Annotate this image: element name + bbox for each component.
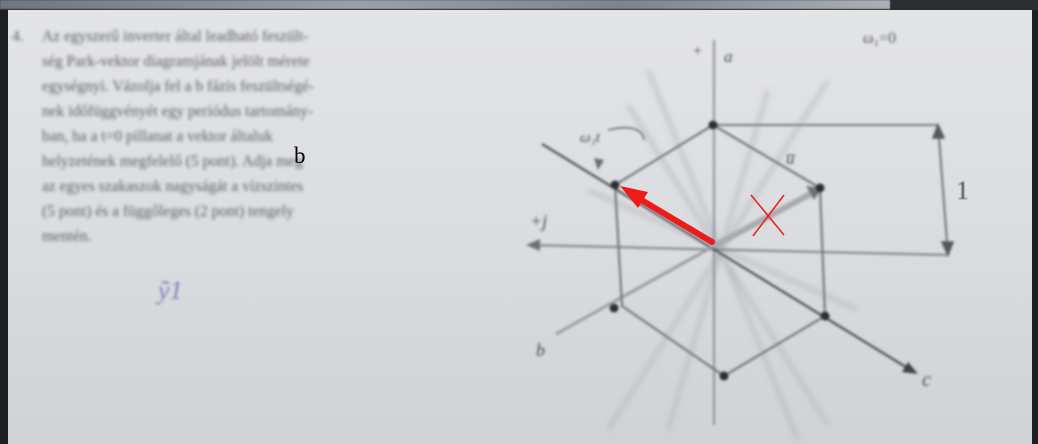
text-line: Az egyszerű inverter által leadható fesz…: [42, 28, 309, 45]
vector-u-line: [712, 189, 816, 249]
horizontal-axis-arrowhead: [526, 239, 540, 251]
horizontal-axis-line: [527, 244, 949, 256]
text-line: az egyes szakaszok nagyságát a vízszinte…: [42, 178, 304, 195]
horizontal-axis-label: +j: [530, 211, 547, 231]
text-line: helyzetének megfelelő (5 pont). Adja meg: [42, 153, 303, 170]
c-axis-label: c: [922, 369, 931, 391]
hexagon-vertices: [609, 120, 830, 381]
dimension-label: 1: [956, 176, 969, 205]
park-vector-diagram: + a ω₁t u̅ +j b c: [526, 40, 955, 441]
text-line: ban, ha a t=0 pillanat a vektor általuk: [42, 128, 273, 145]
diagram-labels: + a ω₁t u̅ +j b c: [530, 43, 931, 391]
diagram-lines: + a ω₁t u̅ +j b c: [526, 40, 955, 441]
red-cross-line-2: [752, 194, 785, 237]
dimension-lines: [713, 122, 955, 258]
c-axis-arrowhead: [902, 362, 918, 374]
b-axis-label: b: [536, 340, 545, 360]
rotation-arrowhead: [594, 158, 604, 170]
handwritten-note: ỹ1: [158, 276, 183, 305]
text-line: egységnyi. Vázolja fel a b fázis feszült…: [42, 78, 315, 95]
red-arrow-shaft: [635, 195, 715, 245]
a-axis-label: a: [724, 47, 733, 66]
rotation-arc: [607, 126, 645, 141]
a-axis-sign-label: +: [692, 43, 703, 60]
red-arrow-head: [620, 186, 648, 208]
text-line: nek időfüggvényét egy periódus tartomány…: [42, 103, 314, 120]
text-line: (5 pont) és a függőleges (2 pont) tengel…: [42, 203, 294, 220]
omega-equation: ω₁=0: [863, 30, 897, 47]
rotation-label: ω₁t: [580, 130, 601, 146]
b-axis-line: [555, 244, 715, 336]
paper-sheet: 4. Az egyszerű inverter által leadható f…: [8, 10, 1032, 444]
vector-u-label: u̅: [786, 149, 796, 168]
problem-number: 4.: [12, 28, 24, 45]
red-annotations: [620, 186, 785, 245]
c-axis-line: [541, 143, 915, 373]
photo-background-band: [0, 0, 890, 9]
overlay-b-label: b: [294, 143, 306, 168]
text-line: mentén.: [42, 228, 92, 245]
text-line: ség Park-vektor diagramjának jelölt mére…: [42, 53, 310, 70]
red-cross-line-1: [750, 194, 785, 236]
